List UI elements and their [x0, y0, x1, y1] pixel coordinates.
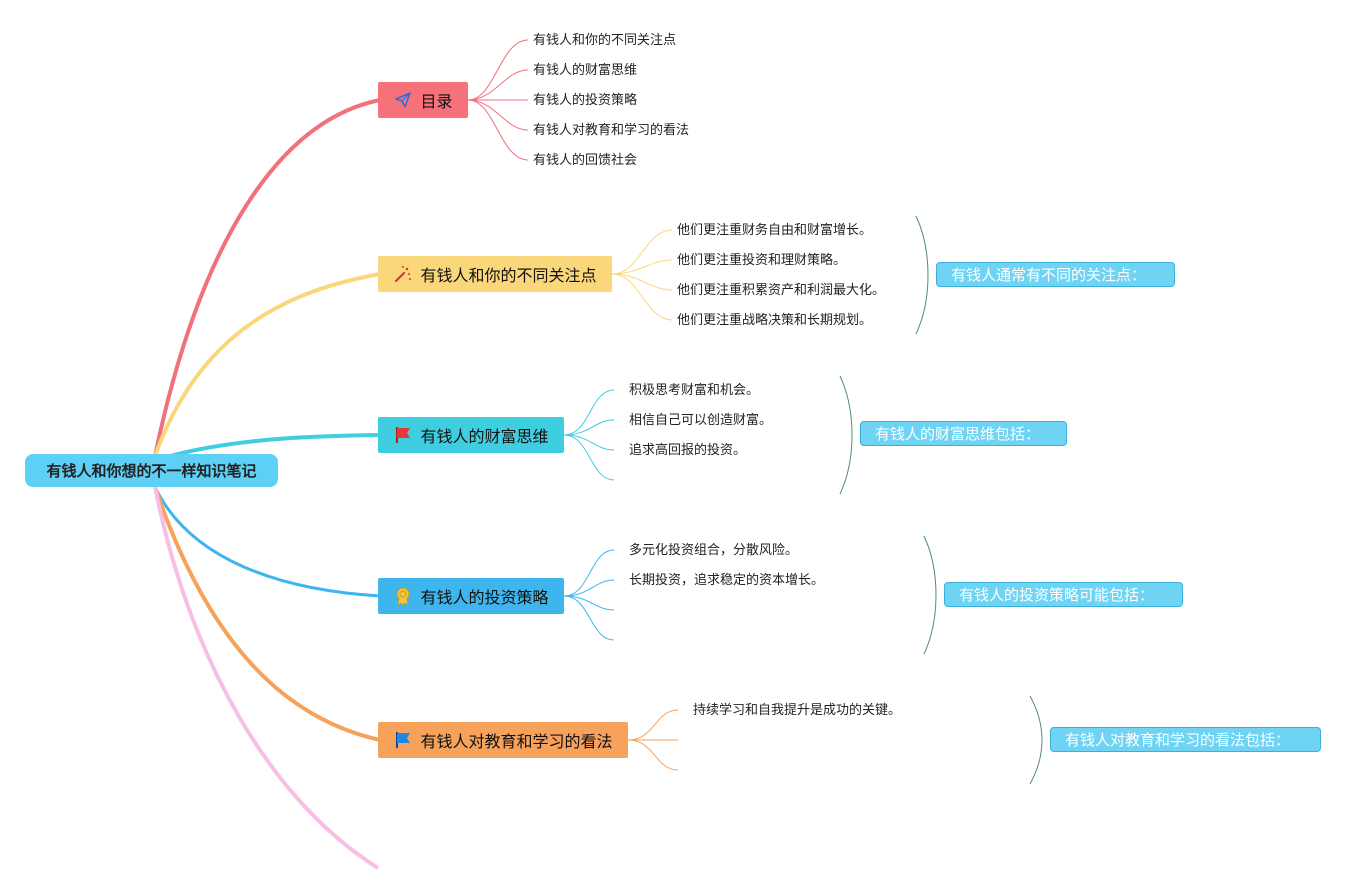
connector-root-toc [153, 98, 381, 457]
focus-item[interactable]: 他们更注重投资和理财策略。 [677, 253, 847, 268]
branch-toc-label: 目录 [420, 92, 453, 111]
branch-toc[interactable]: 目录 [378, 82, 468, 118]
toc-item[interactable]: 有钱人和你的不同关注点 [533, 33, 677, 48]
sparkle-wand-icon [393, 264, 413, 284]
focus-leaf-connectors [611, 229, 673, 321]
bracket-focus [915, 215, 929, 335]
summary-focus[interactable]: 有钱人通常有不同的关注点： [936, 262, 1175, 287]
toc-item[interactable]: 有钱人对教育和学习的看法 [533, 123, 690, 138]
toc-item[interactable]: 有钱人的回馈社会 [533, 153, 638, 168]
branch-focus[interactable]: 有钱人和你的不同关注点 [378, 256, 612, 292]
branch-invest[interactable]: 有钱人的投资策略 [378, 578, 564, 614]
bracket-mindset [839, 375, 853, 495]
focus-item[interactable]: 他们更注重财务自由和财富增长。 [677, 223, 873, 238]
paper-plane-icon [393, 90, 413, 110]
branch-education-label: 有钱人对教育和学习的看法 [420, 732, 613, 751]
mindset-item[interactable]: 追求高回报的投资。 [629, 443, 747, 458]
focus-item[interactable]: 他们更注重战略决策和长期规划。 [677, 313, 873, 328]
mindset-leaf-connectors [563, 389, 615, 481]
medal-icon [393, 586, 413, 606]
connector-root-invest [153, 486, 381, 598]
connector-root-focus [153, 272, 381, 457]
invest-item[interactable]: 长期投资，追求稳定的资本增长。 [629, 573, 825, 588]
blue-flag-icon [393, 730, 413, 750]
connector-root-mindset [169, 433, 381, 458]
mindset-item[interactable]: 相信自己可以创造财富。 [629, 413, 773, 428]
summary-education[interactable]: 有钱人对教育和学习的看法包括： [1050, 727, 1321, 752]
education-item[interactable]: 持续学习和自我提升是成功的关键。 [693, 703, 902, 718]
connector-root-extra [153, 486, 380, 870]
toc-item[interactable]: 有钱人的财富思维 [533, 63, 638, 78]
mindset-item[interactable]: 积极思考财富和机会。 [629, 383, 760, 398]
branch-education[interactable]: 有钱人对教育和学习的看法 [378, 722, 628, 758]
invest-leaf-connectors [563, 549, 615, 641]
toc-item[interactable]: 有钱人的投资策略 [533, 93, 638, 108]
focus-item[interactable]: 他们更注重积累资产和利润最大化。 [677, 283, 886, 298]
branch-mindset-label: 有钱人的财富思维 [420, 427, 549, 446]
summary-brackets [839, 215, 1043, 785]
summary-mindset[interactable]: 有钱人的财富思维包括： [860, 421, 1067, 446]
bracket-invest [923, 535, 937, 655]
summary-invest[interactable]: 有钱人的投资策略可能包括： [944, 582, 1183, 607]
branch-focus-label: 有钱人和你的不同关注点 [420, 266, 597, 285]
branch-mindset[interactable]: 有钱人的财富思维 [378, 417, 564, 453]
red-flag-icon [393, 425, 413, 445]
education-leaf-connectors [627, 709, 679, 771]
root-topic[interactable]: 有钱人和你想的不一样知识笔记 [25, 454, 278, 487]
toc-leaf-connectors [467, 39, 529, 161]
branch-invest-label: 有钱人的投资策略 [420, 588, 549, 607]
connector-root-education [153, 486, 381, 742]
bracket-education [1029, 695, 1043, 785]
invest-item[interactable]: 多元化投资组合，分散风险。 [629, 543, 799, 558]
